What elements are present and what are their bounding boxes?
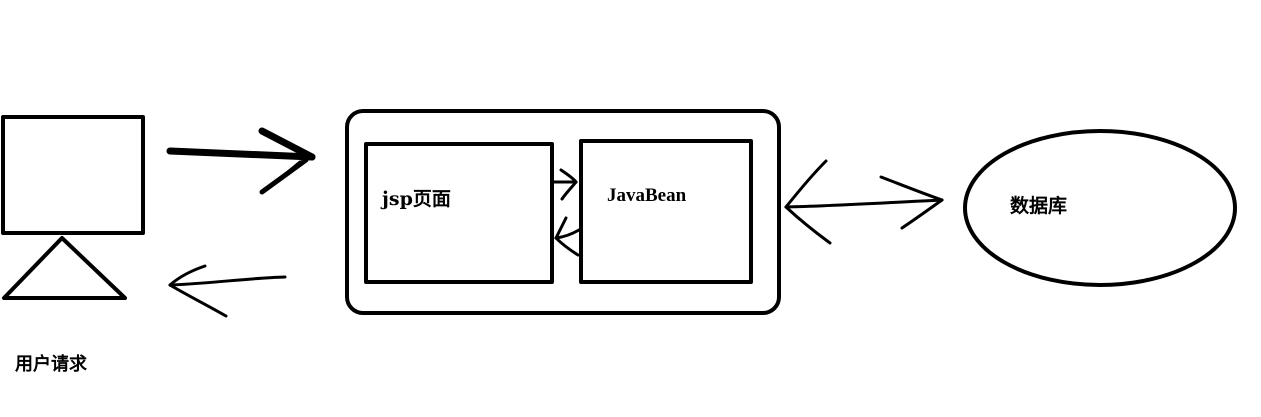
- monitor-screen: [1, 115, 145, 235]
- jsp-page-box: [364, 142, 554, 284]
- monitor-stand: [2, 236, 127, 300]
- database-ellipse: [963, 129, 1237, 287]
- bean-to-jsp-arrow: [554, 216, 581, 257]
- javabean-label: JavaBean: [607, 185, 687, 206]
- user-computer-icon: [1, 115, 145, 300]
- server-container: [345, 109, 781, 315]
- javabean-box: [579, 139, 753, 284]
- jsp-to-bean-arrow: [551, 168, 578, 201]
- response-arrow: [168, 264, 287, 318]
- user-request-label: 用户请求: [15, 354, 87, 375]
- request-arrow: [166, 127, 316, 195]
- db-connection-arrow: [784, 159, 944, 245]
- jsp-page-label: jsp页面: [382, 188, 451, 210]
- database-label: 数据库: [1010, 195, 1068, 217]
